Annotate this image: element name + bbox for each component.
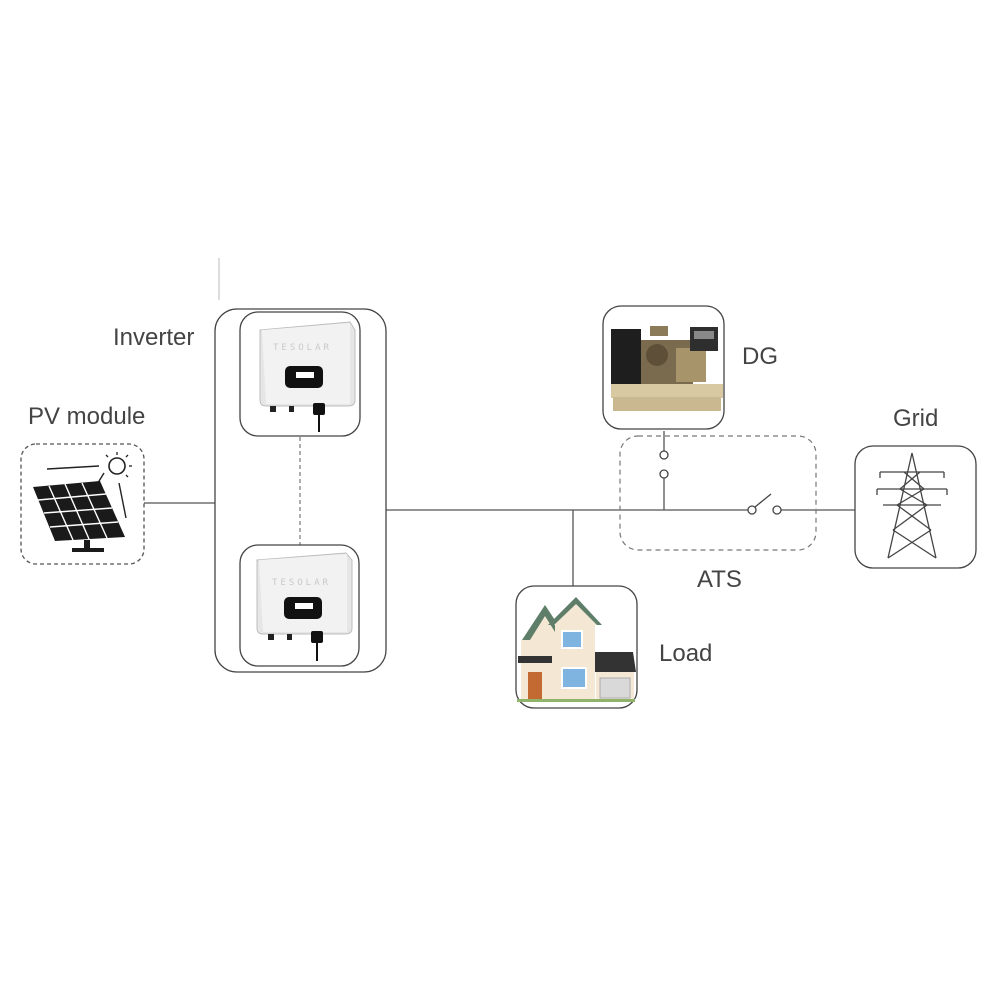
inverter-label: Inverter xyxy=(113,324,194,351)
diesel-generator-icon xyxy=(611,326,723,411)
pv-module-node: PV module xyxy=(20,403,145,565)
dg-switch-contact xyxy=(659,450,669,479)
transmission-tower-icon xyxy=(876,452,948,559)
grid-node: Grid xyxy=(854,405,977,569)
inverter-icon: TESOLAR xyxy=(259,321,356,432)
inverter-1-brand: TESOLAR xyxy=(273,343,332,353)
dg-label: DG xyxy=(742,343,778,370)
load-label: Load xyxy=(659,640,712,667)
inverter-icon: TESOLAR xyxy=(256,552,353,661)
inverter-unit-1: TESOLAR xyxy=(239,311,361,437)
grid-box xyxy=(854,445,977,569)
grid-switch-contact xyxy=(747,493,782,515)
inverter-2-brand: TESOLAR xyxy=(272,578,331,588)
pv-module-label: PV module xyxy=(28,403,145,430)
load-node: Load xyxy=(515,585,712,709)
inverter-unit-2: TESOLAR xyxy=(239,544,360,667)
house-icon xyxy=(517,597,636,702)
solar-panel-icon xyxy=(33,452,132,552)
grid-label: Grid xyxy=(893,405,938,432)
dg-node: DG xyxy=(602,305,778,430)
inverter-group-box xyxy=(214,308,387,673)
inverter-node: Inverter TESOLAR TESOLAR xyxy=(113,308,387,673)
ats-box xyxy=(619,435,817,551)
ats-label: ATS xyxy=(697,566,742,593)
connection-lines xyxy=(144,258,855,586)
